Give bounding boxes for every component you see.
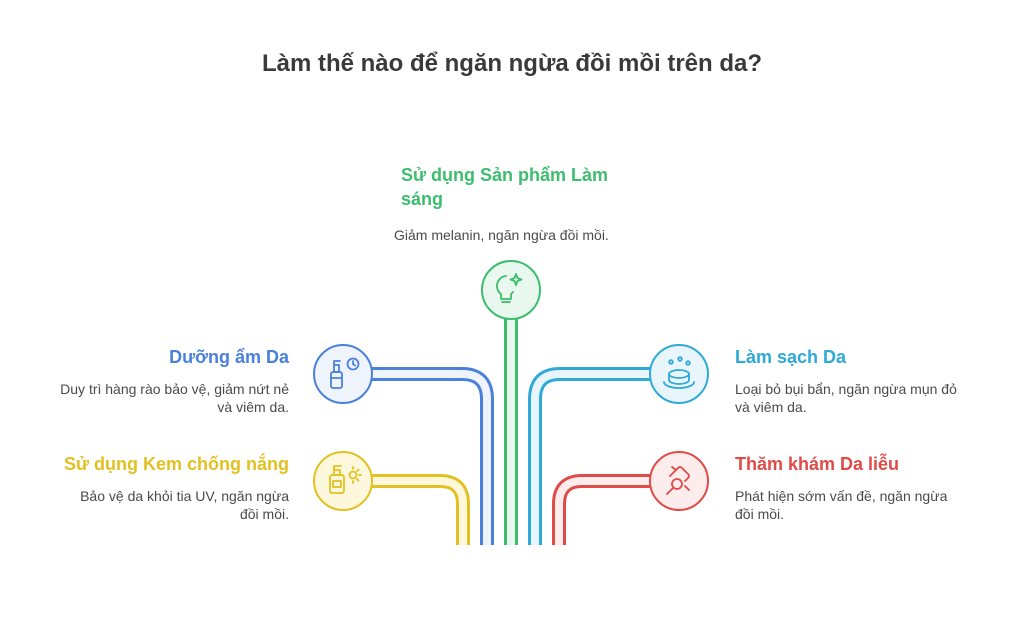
cleanse-title: Làm sạch Da: [735, 347, 847, 367]
lightbulb-sparkle-icon: [481, 260, 541, 320]
moisturize-title: Dưỡng ẩm Da: [169, 347, 289, 367]
cleanse-description: Loại bỏ bụi bẩn, ngăn ngừa mụn đỏ và viê…: [735, 381, 957, 415]
diagram-title: Làm thế nào để ngăn ngừa đồi mồi trên da…: [261, 50, 763, 77]
sunscreen-title: Sử dụng Kem chống nắng: [63, 454, 289, 474]
dermatologist-description: Phát hiện sớm vấn đề, ngăn ngừa đồi mồi.: [735, 488, 948, 522]
sunscreen-bottle-icon: [313, 451, 373, 511]
dermatologist-title: Thăm khám Da liễu: [735, 454, 900, 474]
spray-bottle-icon: [313, 344, 373, 404]
dermatologist-pipe: [552, 474, 651, 545]
sunscreen-pipe: [371, 474, 470, 545]
sunscreen-description: Bảo vệ da khỏi tia UV, ngăn ngừa đồi mồi…: [80, 488, 289, 522]
magnifier-hand-icon: [649, 451, 709, 511]
moisturize-description: Duy trì hàng rào bảo vệ, giảm nứt nẻ và …: [60, 381, 289, 415]
brightening-description: Giảm melanin, ngăn ngừa đồi mồi.: [394, 227, 609, 243]
brightening-title: Sử dụng Sản phẩm Làm sáng: [401, 165, 609, 209]
soap-bubbles-icon: [649, 344, 709, 404]
